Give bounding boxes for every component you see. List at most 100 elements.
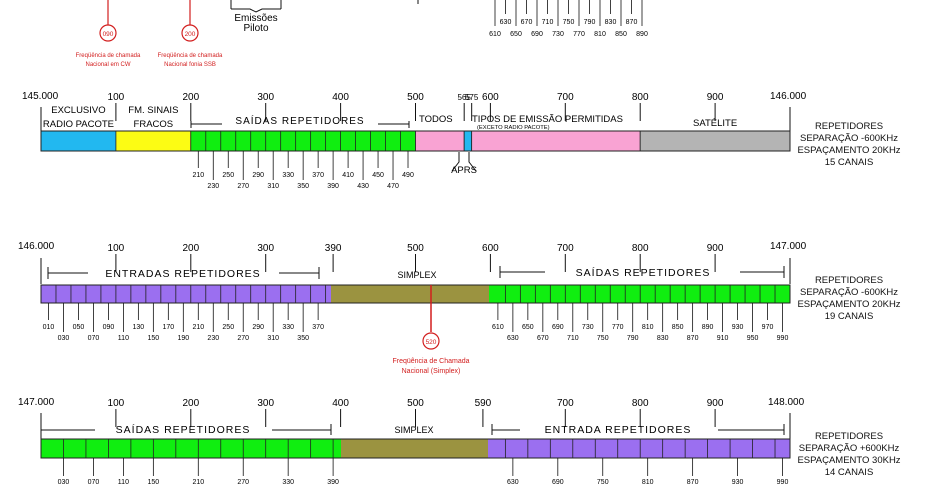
band-146-channel-label: 090 — [103, 324, 115, 331]
band-145-channel-label: 410 — [342, 172, 354, 179]
band-147-channel-label: 390 — [327, 479, 339, 486]
top-channel-label: 810 — [594, 31, 606, 38]
band-146-channel-label: 190 — [177, 335, 189, 342]
band-146-channel-label: 670 — [537, 335, 549, 342]
band-146-channel-label: 770 — [612, 324, 624, 331]
band-145-segment — [115, 130, 192, 152]
band-146-channel-label: 930 — [732, 324, 744, 331]
band-146-channel-label: 790 — [627, 335, 639, 342]
band-145-info-line-3: ESPAÇAMENTO 20KHz — [797, 145, 901, 156]
ssb-call-marker-label: 200 — [185, 31, 196, 38]
top-channel-label: 650 — [510, 31, 522, 38]
band-146-channel-label: 110 — [118, 335, 129, 342]
band-147-scale-label: 400 — [332, 398, 349, 409]
band-147-scale-label: 500 — [407, 398, 424, 409]
band-145-info-line-4: 15 CANAIS — [824, 157, 874, 168]
band-145-segment — [463, 130, 473, 152]
band-145-segment — [190, 130, 416, 152]
band-145-scale-label: 200 — [182, 92, 199, 103]
band-146-scale-label: 600 — [482, 243, 499, 254]
band-146-info-line-3: ESPAÇAMENTO 20KHz — [797, 299, 901, 310]
band-146-channel-label: 150 — [148, 335, 160, 342]
band-147-simplex-label: SIMPLEX — [394, 425, 433, 435]
band-145-scale-label: 500 — [407, 92, 424, 103]
band-145-segment-label: EXCLUSIVO — [51, 105, 105, 116]
band-145-info: REPETIDORES SEPARAÇÃO -600KHz ESPAÇAMENT… — [769, 121, 929, 169]
band-146-channel-label: 870 — [687, 335, 699, 342]
band-145-aprs-label: APRS — [451, 165, 477, 176]
band-146-channel-label: 830 — [657, 335, 669, 342]
band-146-channel-label: 650 — [522, 324, 534, 331]
top-channel-label: 710 — [542, 19, 554, 26]
band-146-info-line-2: SEPARAÇÃO -600KHz — [799, 287, 899, 298]
band-147-channel-label: 630 — [507, 479, 519, 486]
band-146-channel-label: 010 — [43, 324, 55, 331]
ssb-call-marker — [181, 24, 199, 42]
band-146-channel-label: 910 — [717, 335, 729, 342]
band-146-scale-label: 200 — [182, 243, 199, 254]
band-145-scale-label: 300 — [257, 92, 274, 103]
band-145-segment-label: SATÉLITE — [693, 118, 737, 129]
band-145-channel-label: 350 — [297, 183, 309, 190]
band-147-scale-label: 100 — [108, 398, 125, 409]
band-145-scale-label: 565 — [458, 93, 472, 102]
top-channel-label: 690 — [531, 31, 543, 38]
band-146-start: 146.000 — [18, 241, 55, 252]
band-145-channel-label: 330 — [282, 172, 294, 179]
band-146-channel-label: 330 — [282, 324, 294, 331]
band-146-channel-label: 970 — [762, 324, 774, 331]
band-145-saidas-label: SAÍDAS REPETIDORES — [235, 114, 364, 127]
simplex-call-marker-label: 520 — [426, 339, 437, 346]
band-146-channel-label: 610 — [492, 324, 504, 331]
band-146-channel-label: 750 — [597, 335, 609, 342]
band-146-channel-label: 270 — [237, 335, 249, 342]
band-145-scale-label: 900 — [707, 92, 724, 103]
band-147-channel-label: 870 — [687, 479, 699, 486]
band-145-channel-label: 450 — [372, 172, 384, 179]
band-145-channel-label: 490 — [402, 172, 414, 179]
cw-call-marker-label: 090 — [103, 31, 114, 38]
band-146-channel-label: 250 — [222, 324, 234, 331]
band-145-segment-label: FRACOS — [134, 119, 174, 130]
band-145-channel-label: 250 — [222, 172, 234, 179]
band-145-scale-label: 400 — [332, 92, 349, 103]
top-channel-label: 630 — [500, 19, 512, 26]
band-147-saidas-label: SAÍDAS REPETIDORES — [116, 423, 251, 436]
band-146-channel-label: 710 — [567, 335, 579, 342]
band-146-channel-label: 170 — [162, 324, 174, 331]
simplex-call-marker — [422, 332, 440, 350]
top-channel-label: 730 — [552, 31, 564, 38]
band-147-scale-label: 900 — [707, 398, 724, 409]
band-146-info: REPETIDORES SEPARAÇÃO -600KHz ESPAÇAMENT… — [769, 275, 929, 323]
band-146-scale-label: 800 — [632, 243, 649, 254]
band-147-info: REPETIDORES SEPARAÇÃO +600KHz ESPAÇAMENT… — [769, 431, 929, 479]
band-147-channel-label: 110 — [118, 479, 129, 486]
band-147-channel-label: 030 — [58, 479, 70, 486]
cw-call-marker — [99, 24, 117, 42]
simplex-call-caption-1: Freqüência de Chamada — [392, 358, 469, 365]
band-146-scale-label: 900 — [707, 243, 724, 254]
band-146-channel-label: 030 — [58, 335, 70, 342]
band-145-scale-label: 700 — [557, 92, 574, 103]
band-147-channel-label: 930 — [732, 479, 744, 486]
band-145-segment-label: FM. SINAIS — [128, 105, 178, 116]
band-145-exceto-label: (EXCETO RADIO PACOTE) — [477, 125, 550, 131]
cw-call-caption-2: Nacional em CW — [85, 62, 130, 68]
band-145-scale-label: 800 — [632, 92, 649, 103]
band-147-channel-label: 210 — [192, 479, 204, 486]
ssb-call-caption-2: Nacional fonia SSB — [164, 62, 216, 68]
band-145-channel-label: 430 — [357, 183, 369, 190]
band-147-info-line-3: ESPAÇAMENTO 30KHz — [797, 455, 901, 466]
band-146-channel-label: 630 — [507, 335, 519, 342]
band-145-channel-label: 390 — [327, 183, 339, 190]
band-147-scale-label: 700 — [557, 398, 574, 409]
